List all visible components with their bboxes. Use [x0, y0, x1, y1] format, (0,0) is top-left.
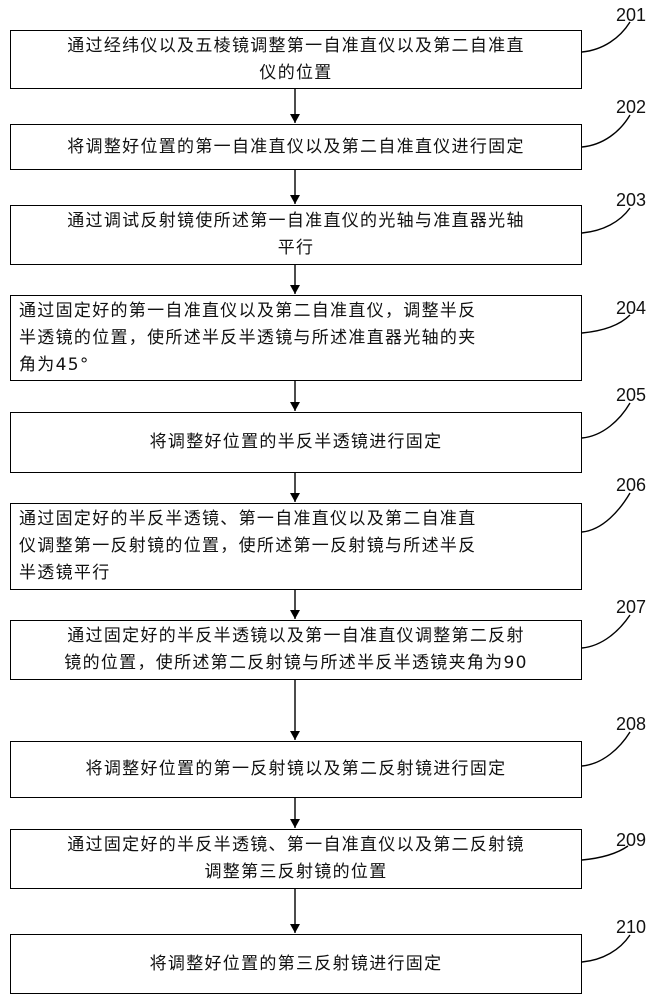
leader-209: [582, 846, 628, 860]
leader-205: [582, 403, 630, 438]
leader-203: [582, 208, 630, 233]
leader-201: [582, 22, 630, 52]
leader-lines: [582, 22, 630, 962]
leader-204: [582, 315, 630, 333]
leader-206: [582, 493, 630, 532]
leader-210: [582, 935, 630, 962]
leader-202: [582, 115, 630, 147]
leader-208: [582, 732, 630, 766]
leader-207: [582, 615, 630, 648]
